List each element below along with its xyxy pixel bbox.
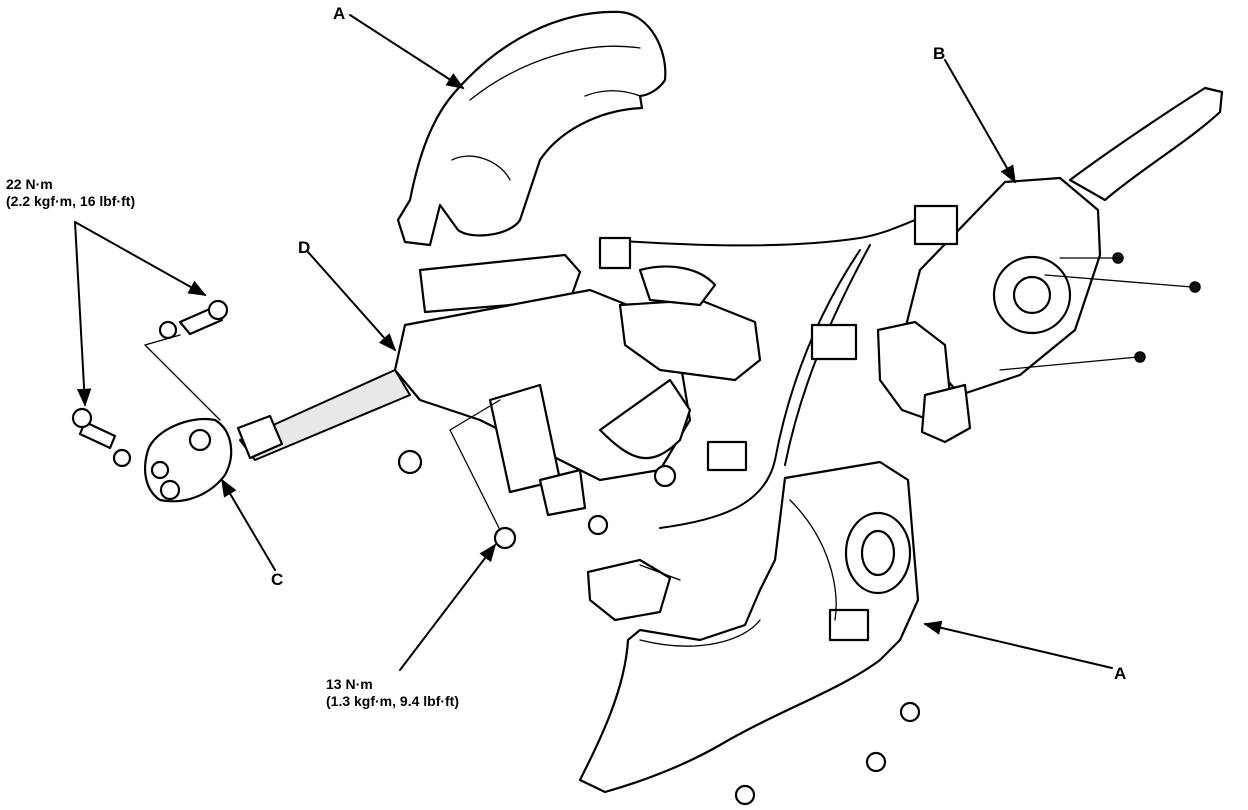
universal-joint <box>144 417 233 503</box>
torque-upper-imperial: (2.2 kgf·m, 16 lbf·ft) <box>6 193 136 209</box>
callout-c-universal-joint: C <box>271 570 284 589</box>
combination-switch-assembly <box>876 86 1224 444</box>
wire-harness <box>598 204 959 529</box>
callout-b-combination-switch: B <box>933 44 946 63</box>
callout-d-steering-column: D <box>298 238 311 257</box>
callout-a-upper-cover: A <box>333 4 346 23</box>
lock-bracket <box>586 558 681 622</box>
steering-column <box>236 253 762 517</box>
torque-lower-imperial: (1.3 kgf·m, 9.4 lbf·ft) <box>326 693 460 709</box>
torque-spec-lower: 13 N·m (1.3 kgf·m, 9.4 lbf·ft) <box>326 676 459 710</box>
upper-column-cover <box>396 10 667 247</box>
callout-a-lower-cover: A <box>1114 664 1127 683</box>
fasteners <box>71 299 921 806</box>
torque-upper-metric: 22 N·m <box>6 176 53 192</box>
lower-column-cover <box>578 460 920 794</box>
torque-lower-metric: 13 N·m <box>326 676 373 692</box>
leader-lines <box>74 14 1113 671</box>
torque-spec-upper: 22 N·m (2.2 kgf·m, 16 lbf·ft) <box>6 176 135 210</box>
